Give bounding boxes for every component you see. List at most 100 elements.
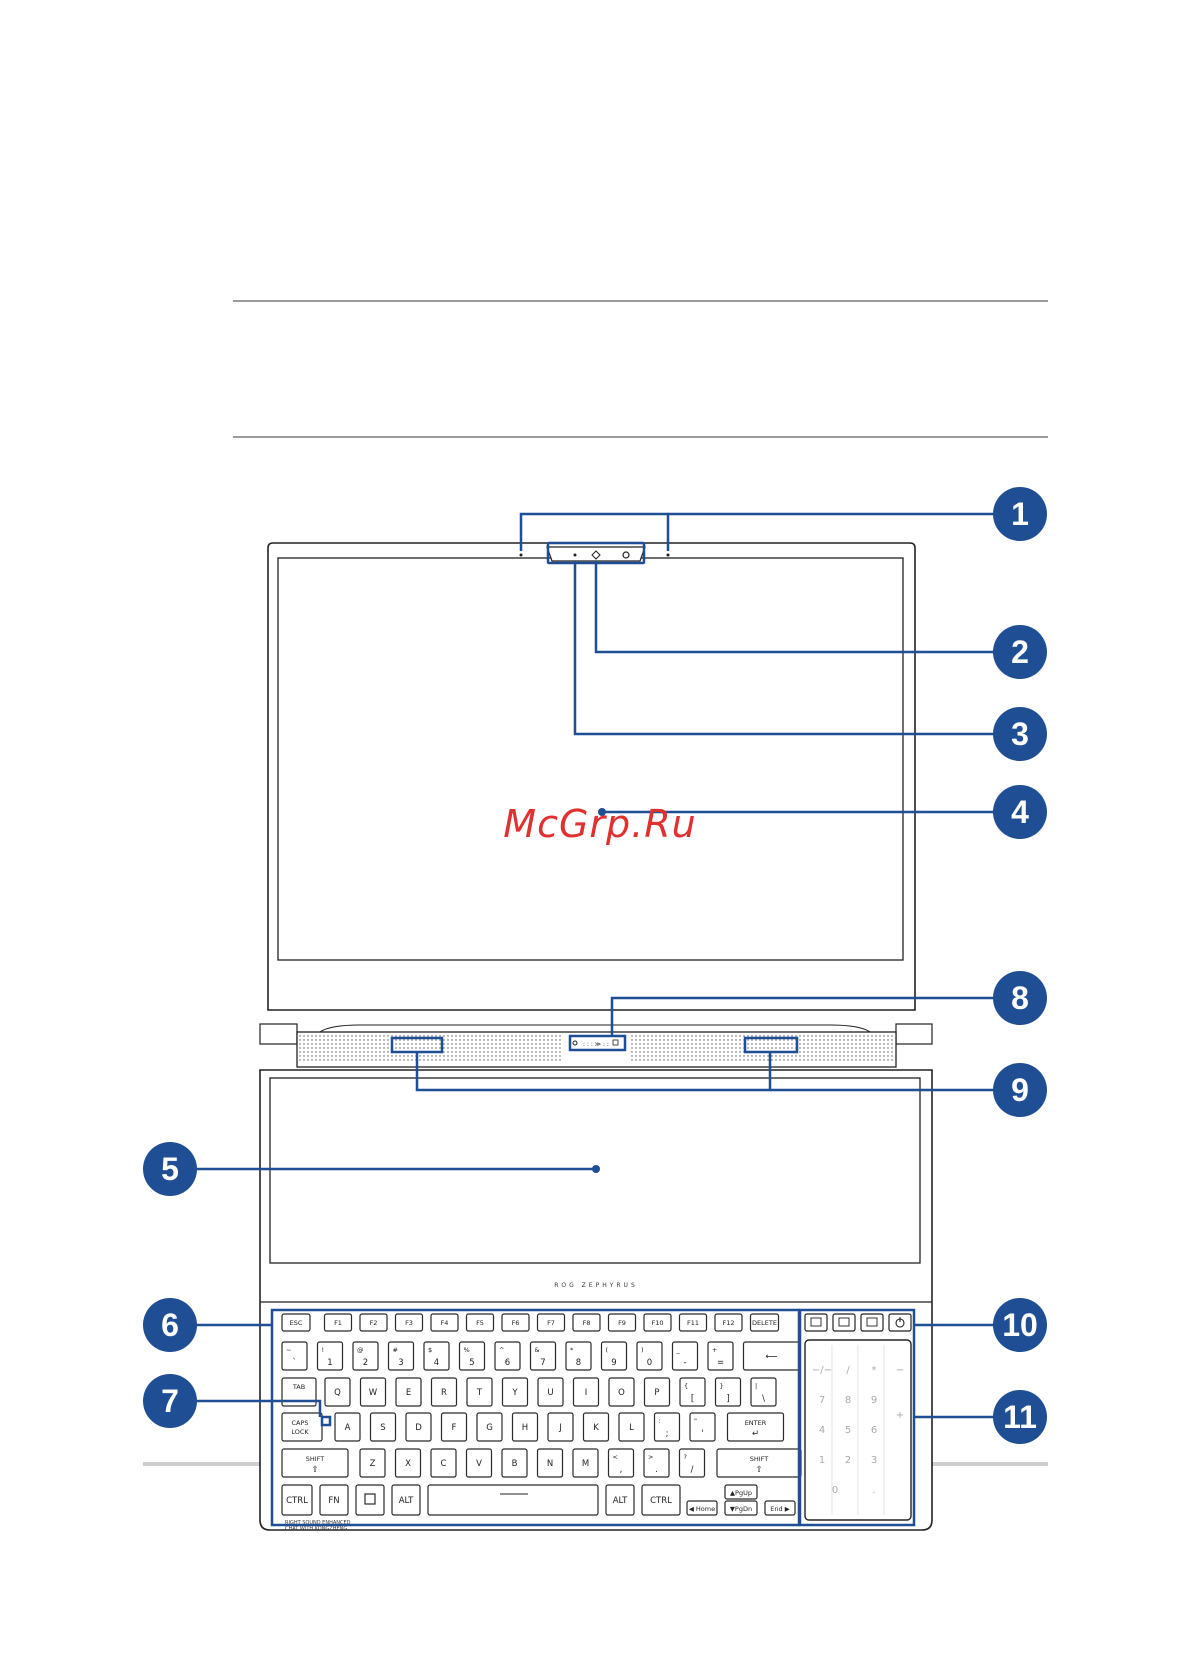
key-y[interactable]: Y <box>501 1377 529 1407</box>
key-pgup[interactable]: ▲PgUp <box>724 1484 758 1500</box>
key-j[interactable]: J <box>547 1412 574 1442</box>
numpad-key-1[interactable]: / <box>846 1365 850 1376</box>
numpad-key-14[interactable]: 0 <box>832 1485 838 1496</box>
key-num-9[interactable]: (9 <box>600 1341 628 1371</box>
numpad-key-5[interactable]: 8 <box>845 1395 851 1406</box>
key-num-7[interactable]: &7 <box>529 1341 557 1371</box>
key-g[interactable]: G <box>476 1412 503 1442</box>
key-alt-right[interactable]: ALT <box>605 1484 635 1516</box>
key-num-10[interactable]: )0 <box>636 1341 663 1371</box>
armoury-crate-button-icon[interactable] <box>804 1313 828 1332</box>
key-a-10[interactable]: "' <box>689 1412 716 1442</box>
numpad-key-8[interactable]: 4 <box>819 1425 825 1436</box>
key-num-6[interactable]: ^6 <box>494 1341 521 1371</box>
key-m[interactable]: M <box>572 1448 599 1478</box>
key-end[interactable]: End ▶ <box>764 1500 796 1516</box>
key-u[interactable]: U <box>537 1377 564 1407</box>
power-button-icon[interactable] <box>888 1313 912 1332</box>
key-f7[interactable]: F7 <box>536 1313 566 1332</box>
key-s[interactable]: S <box>369 1412 397 1442</box>
key-z-9[interactable]: ?/ <box>678 1448 706 1478</box>
key-b[interactable]: B <box>501 1448 528 1478</box>
key-shift-left[interactable]: SHIFT⇧ <box>281 1448 349 1478</box>
key-f3[interactable]: F3 <box>394 1313 424 1332</box>
key-l[interactable]: L <box>618 1412 645 1442</box>
key-f12[interactable]: F12 <box>714 1313 743 1332</box>
numpad-key-11[interactable]: 1 <box>819 1455 825 1466</box>
key-windows[interactable] <box>355 1484 385 1516</box>
key-x[interactable]: X <box>394 1448 422 1478</box>
key-w[interactable]: W <box>359 1377 387 1407</box>
key-f9[interactable]: F9 <box>607 1313 637 1332</box>
key-f11[interactable]: F11 <box>678 1313 708 1332</box>
key-o[interactable]: O <box>608 1377 635 1407</box>
key-num-2[interactable]: @2 <box>352 1341 379 1371</box>
numpad-key-4[interactable]: 7 <box>819 1395 825 1406</box>
screen-xpert-icon[interactable] <box>860 1313 884 1332</box>
numpad-key-2[interactable]: * <box>872 1365 877 1376</box>
svg-text:': ' <box>701 1429 703 1439</box>
key-num-12[interactable]: += <box>707 1341 734 1371</box>
key-d[interactable]: D <box>405 1412 432 1442</box>
numpad-key-12[interactable]: 2 <box>845 1455 851 1466</box>
key-f5[interactable]: F5 <box>465 1313 495 1332</box>
key-esc[interactable]: ESC <box>281 1313 311 1332</box>
key-ctrl-left[interactable]: CTRL <box>281 1484 313 1516</box>
key-pgdn[interactable]: ▼PgDn <box>724 1500 758 1516</box>
numpad-key-0[interactable]: −/− <box>812 1365 832 1376</box>
key-n[interactable]: N <box>536 1448 564 1478</box>
key-num-5[interactable]: %5 <box>458 1341 486 1371</box>
key-delete[interactable]: DELETE <box>749 1313 780 1332</box>
key-i[interactable]: I <box>572 1377 600 1407</box>
key-num-0[interactable]: ~` <box>281 1341 308 1371</box>
key-space[interactable] <box>427 1484 599 1516</box>
key-q[interactable]: Q <box>324 1377 351 1407</box>
numpad-key-3[interactable]: − <box>896 1365 904 1376</box>
key-z-7[interactable]: <, <box>607 1448 635 1478</box>
key-q-12[interactable]: |\ <box>750 1377 777 1407</box>
screenpad-toggle-icon[interactable] <box>832 1313 856 1332</box>
numpad-key-6[interactable]: 9 <box>871 1395 877 1406</box>
key-fn[interactable]: FN <box>319 1484 349 1516</box>
key-num-11[interactable]: _- <box>671 1341 699 1371</box>
key-f4[interactable]: F4 <box>430 1313 459 1332</box>
key-f2[interactable]: F2 <box>359 1313 388 1332</box>
key-num-8[interactable]: *8 <box>565 1341 592 1371</box>
key-z-8[interactable]: >. <box>643 1448 670 1478</box>
key-num-4[interactable]: $4 <box>423 1341 450 1371</box>
numpad-key-13[interactable]: 3 <box>871 1455 877 1466</box>
key-h[interactable]: H <box>511 1412 539 1442</box>
key-backspace[interactable]: ⟵ <box>742 1341 801 1371</box>
numpad-key-10[interactable]: 6 <box>871 1425 877 1436</box>
key-shift-right[interactable]: SHIFT⇧ <box>716 1448 802 1478</box>
key-a-9[interactable]: :; <box>653 1412 681 1442</box>
key-home[interactable]: ◀ Home <box>686 1500 718 1516</box>
numpad-key-9[interactable]: 5 <box>845 1425 851 1436</box>
key-f8[interactable]: F8 <box>572 1313 601 1332</box>
numpad-key-15[interactable]: . <box>872 1485 875 1496</box>
key-f6[interactable]: F6 <box>501 1313 530 1332</box>
key-t[interactable]: T <box>466 1377 493 1407</box>
key-enter[interactable]: ENTER↵ <box>726 1412 785 1442</box>
key-p[interactable]: P <box>643 1377 671 1407</box>
key-num-3[interactable]: #3 <box>387 1341 415 1371</box>
numpad-key-7[interactable]: + <box>896 1410 904 1421</box>
key-e[interactable]: E <box>395 1377 422 1407</box>
key-k[interactable]: K <box>582 1412 610 1442</box>
key-tab[interactable]: TAB <box>281 1377 317 1407</box>
key-q-11[interactable]: }] <box>714 1377 742 1407</box>
key-r[interactable]: R <box>430 1377 458 1407</box>
key-ctrl-right[interactable]: CTRL <box>641 1484 681 1516</box>
key-f[interactable]: F <box>440 1412 468 1442</box>
key-num-1[interactable]: !1 <box>316 1341 344 1371</box>
key-v[interactable]: V <box>465 1448 493 1478</box>
key-alt-left[interactable]: ALT <box>391 1484 421 1516</box>
key-q-10[interactable]: {[ <box>679 1377 706 1407</box>
key-z[interactable]: Z <box>359 1448 386 1478</box>
touchpad[interactable]: −/− / * − 7 8 9 +4 5 6 1 2 3 0. <box>804 1339 912 1521</box>
key-f10[interactable]: F10 <box>643 1313 672 1332</box>
key-f1[interactable]: F1 <box>323 1313 353 1332</box>
key-c[interactable]: C <box>430 1448 457 1478</box>
key-a[interactable]: A <box>334 1412 361 1442</box>
